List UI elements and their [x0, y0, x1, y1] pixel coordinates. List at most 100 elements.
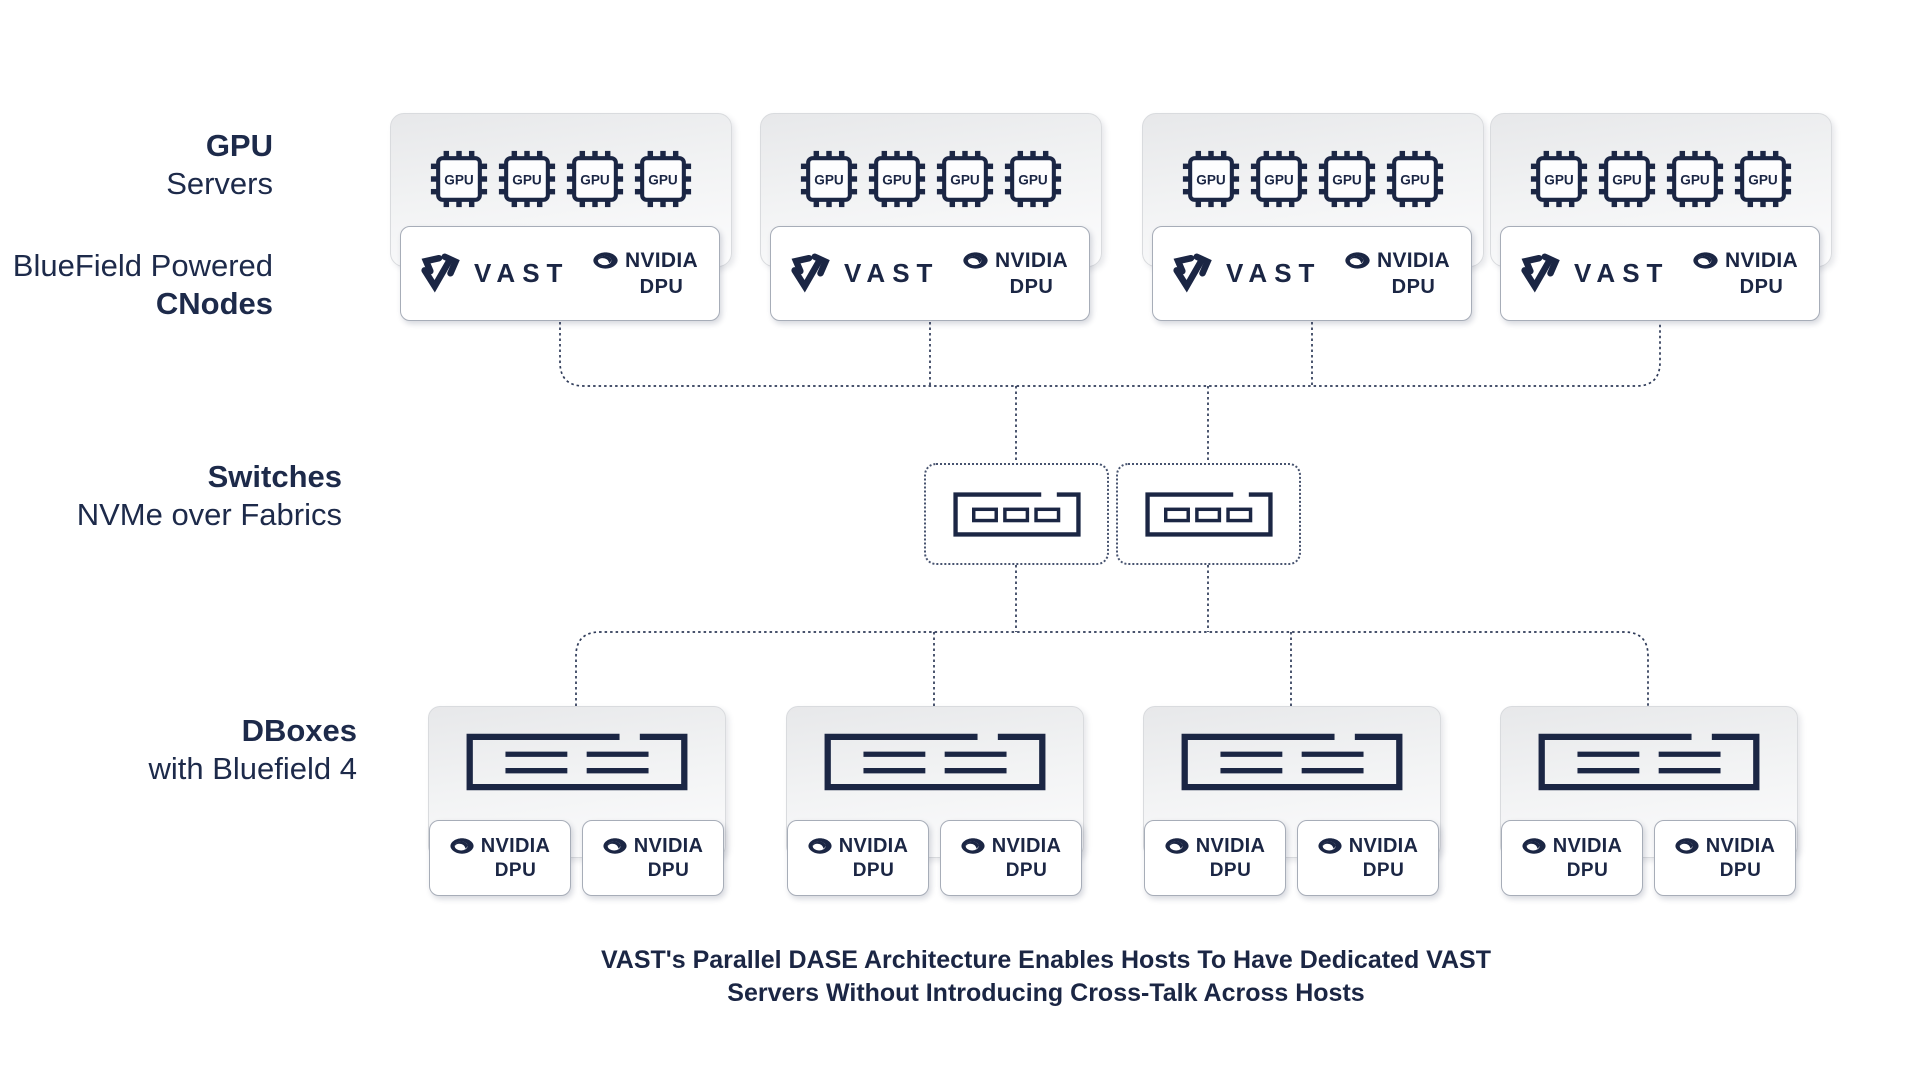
- caption-line-2: Servers Without Introducing Cross-Talk A…: [727, 979, 1365, 1007]
- nvidia-dpu-logo: NVIDIA DPU: [1344, 250, 1450, 297]
- vast-logo: VAST: [1168, 251, 1321, 297]
- nvidia-wordmark: NVIDIA: [838, 835, 909, 857]
- nvidia-eye-icon: [1675, 838, 1699, 854]
- nvidia-wordmark: NVIDIA: [1705, 835, 1776, 857]
- storage-enclosure-icon: [1538, 733, 1760, 791]
- dpu-label: DPU: [639, 276, 684, 298]
- dpu-label: DPU: [1391, 276, 1436, 298]
- dpu-card-row: NVIDIA DPU NVIDIA DPU: [786, 820, 1082, 896]
- dpu-card: NVIDIA DPU: [1500, 820, 1643, 896]
- dpu-label: DPU: [852, 860, 895, 881]
- svg-text:GPU: GPU: [444, 172, 473, 187]
- nvidia-eye-icon: [963, 252, 988, 269]
- nvidia-dpu-logo: NVIDIA DPU: [1317, 836, 1419, 880]
- cnode-bus-line: [559, 322, 1661, 387]
- svg-text:GPU: GPU: [1400, 172, 1429, 187]
- cnodes-tier-line2: CNodes: [155, 286, 273, 321]
- svg-text:GPU: GPU: [950, 172, 979, 187]
- tier-label-dboxes: DBoxes with Bluefield 4: [0, 712, 357, 788]
- dpu-card-row: NVIDIA DPU NVIDIA DPU: [1143, 820, 1439, 896]
- nvidia-wordmark: NVIDIA: [1377, 249, 1450, 272]
- nvidia-dpu-logo: NVIDIA DPU: [592, 250, 698, 297]
- dpu-card: NVIDIA DPU: [939, 820, 1082, 896]
- dpu-card: NVIDIA DPU: [1653, 820, 1796, 896]
- vast-logo: VAST: [1516, 251, 1669, 297]
- nvidia-eye-icon: [1693, 252, 1718, 269]
- cnode-card-1: VAST NVIDIA DPU: [400, 226, 720, 321]
- gpu-chip-icon: GPU: [430, 150, 488, 208]
- gpu-server-group-2: GPU GPU GPU GPU VAST NVIDIA DPU: [760, 113, 1102, 323]
- nvidia-eye-icon: [1165, 838, 1189, 854]
- storage-enclosure-icon: [466, 733, 688, 791]
- dpu-card-row: NVIDIA DPU NVIDIA DPU: [428, 820, 724, 896]
- nvidia-wordmark: NVIDIA: [480, 835, 551, 857]
- dpu-card: NVIDIA DPU: [786, 820, 929, 896]
- gpu-chip-icon: GPU: [1318, 150, 1376, 208]
- nvidia-wordmark: NVIDIA: [1195, 835, 1266, 857]
- svg-text:GPU: GPU: [1612, 172, 1641, 187]
- gpu-chip-icon: GPU: [1598, 150, 1656, 208]
- nvidia-eye-icon: [961, 838, 985, 854]
- nvidia-wordmark: NVIDIA: [995, 249, 1068, 272]
- gpu-tier-title: GPU: [205, 128, 273, 163]
- nvidia-eye-icon: [1318, 838, 1342, 854]
- diagram-caption: VAST's Parallel DASE Architecture Enable…: [544, 944, 1548, 1010]
- dbox-group-1: NVIDIA DPU NVIDIA DPU: [428, 706, 726, 896]
- gpu-chip-icon: GPU: [1666, 150, 1724, 208]
- vast-wordmark: VAST: [844, 258, 940, 288]
- vast-wordmark: VAST: [1574, 258, 1670, 288]
- svg-text:GPU: GPU: [882, 172, 911, 187]
- gpu-chip-icon: GPU: [634, 150, 692, 208]
- switches-tier-title: Switches: [207, 459, 342, 494]
- dpu-label: DPU: [1362, 860, 1405, 881]
- nvidia-dpu-logo: NVIDIA DPU: [1164, 836, 1266, 880]
- vast-logo: VAST: [416, 251, 569, 297]
- nvidia-wordmark: NVIDIA: [1348, 835, 1419, 857]
- vast-wordmark: VAST: [1226, 258, 1322, 288]
- gpu-chip-icon: GPU: [1182, 150, 1240, 208]
- dbox-group-4: NVIDIA DPU NVIDIA DPU: [1500, 706, 1798, 896]
- cnodes-tier-line1: BlueField Powered: [12, 248, 273, 283]
- nvidia-dpu-logo: NVIDIA DPU: [1674, 836, 1776, 880]
- gpu-server-group-4: GPU GPU GPU GPU VAST NVIDIA DPU: [1490, 113, 1832, 323]
- gpu-server-group-1: GPU GPU GPU GPU VAST NVIDIA DPU: [390, 113, 732, 323]
- caption-line-1: VAST's Parallel DASE Architecture Enable…: [600, 946, 1491, 974]
- nvidia-dpu-logo: NVIDIA DPU: [1521, 836, 1623, 880]
- gpu-chip-icon: GPU: [566, 150, 624, 208]
- dboxes-tier-title: DBoxes: [241, 713, 357, 748]
- nvidia-dpu-logo: NVIDIA DPU: [960, 836, 1062, 880]
- dpu-label: DPU: [647, 860, 690, 881]
- nvidia-dpu-logo: NVIDIA DPU: [1692, 250, 1798, 297]
- switches-tier-subtitle: NVMe over Fabrics: [76, 497, 342, 532]
- svg-text:GPU: GPU: [1544, 172, 1573, 187]
- svg-text:GPU: GPU: [580, 172, 609, 187]
- nvidia-wordmark: NVIDIA: [991, 835, 1062, 857]
- gpu-chip-icon: GPU: [936, 150, 994, 208]
- tier-label-switches: Switches NVMe over Fabrics: [0, 458, 342, 534]
- gpu-chip-row: GPU GPU GPU GPU: [391, 150, 731, 208]
- nvidia-eye-icon: [1522, 838, 1546, 854]
- cnode-card-3: VAST NVIDIA DPU: [1152, 226, 1472, 321]
- gpu-chip-row: GPU GPU GPU GPU: [761, 150, 1101, 208]
- dpu-label: DPU: [1739, 276, 1784, 298]
- svg-text:GPU: GPU: [1748, 172, 1777, 187]
- gpu-chip-row: GPU GPU GPU GPU: [1143, 150, 1483, 208]
- switch-box-1: [924, 463, 1109, 565]
- svg-text:GPU: GPU: [1018, 172, 1047, 187]
- cnode-card-2: VAST NVIDIA DPU: [770, 226, 1090, 321]
- dpu-label: DPU: [494, 860, 537, 881]
- gpu-server-group-3: GPU GPU GPU GPU VAST NVIDIA DPU: [1142, 113, 1484, 323]
- dpu-card-row: NVIDIA DPU NVIDIA DPU: [1500, 820, 1796, 896]
- tier-label-cnodes: BlueField Powered CNodes: [0, 247, 273, 323]
- storage-enclosure-icon: [824, 733, 1046, 791]
- gpu-chip-icon: GPU: [868, 150, 926, 208]
- vast-logo-mark-icon: [1521, 253, 1560, 292]
- svg-text:GPU: GPU: [1264, 172, 1293, 187]
- nvidia-eye-icon: [808, 838, 832, 854]
- dboxes-tier-subtitle: with Bluefield 4: [148, 751, 357, 786]
- network-switch-icon: [1144, 491, 1273, 537]
- gpu-chip-icon: GPU: [498, 150, 556, 208]
- svg-text:GPU: GPU: [1680, 172, 1709, 187]
- gpu-chip-icon: GPU: [1250, 150, 1308, 208]
- cnode-card-4: VAST NVIDIA DPU: [1500, 226, 1820, 321]
